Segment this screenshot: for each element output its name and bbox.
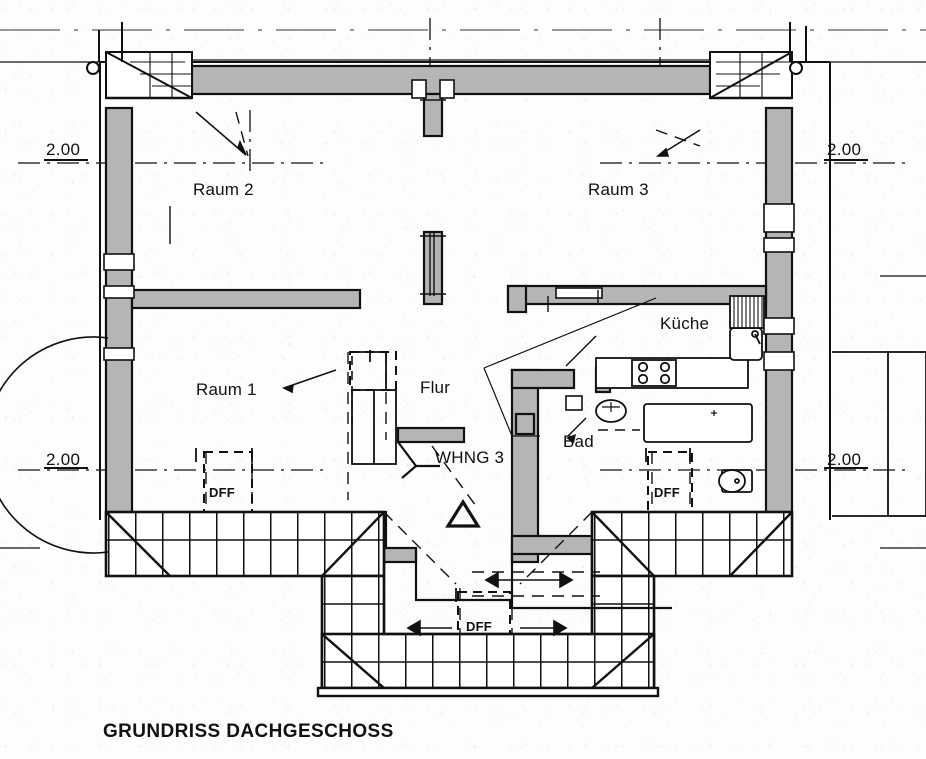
entry-door-swing [0, 336, 109, 554]
dimension-left-top: 2.00 [46, 140, 81, 159]
dimension-left-bottom: 2.00 [46, 450, 81, 469]
dff-box-left [203, 451, 253, 513]
dff-label-bottom: DFF [466, 619, 492, 634]
room-label-raum3: Raum 3 [588, 180, 649, 199]
dff-label-right: DFF [654, 485, 680, 500]
kitchen-sink [729, 327, 763, 361]
bathroom-fixtures [595, 399, 753, 493]
dormer-top-left [86, 22, 193, 100]
dff-box-right [647, 451, 693, 513]
room-label-flur: Flur [420, 378, 451, 397]
reference-lines [0, 29, 926, 549]
room-label-raum1: Raum 1 [196, 380, 257, 399]
dimension-ticks [195, 350, 691, 602]
kitchen-cabinet [729, 295, 765, 329]
bathtub [643, 403, 753, 443]
dimension-right-top: 2.00 [827, 140, 862, 159]
room-label-bad: Bad [563, 432, 594, 451]
building-outline [99, 61, 831, 520]
triangle-marker [445, 498, 481, 528]
stove-cooktop [631, 359, 677, 387]
kitchen-fixtures [595, 295, 765, 389]
dormer-top-right [709, 22, 807, 100]
washbasin [595, 399, 627, 423]
dormer-window-boxes [203, 351, 693, 635]
toilet [718, 469, 753, 493]
roof-eaves-hatching [104, 510, 794, 698]
room-label-whng3: WHNG 3 [435, 448, 505, 467]
interior-partitions [351, 351, 926, 517]
window-openings [103, 79, 795, 411]
dff-box-bottom [457, 591, 511, 635]
skylight-box [349, 351, 397, 391]
room-label-kueche: Küche [660, 314, 710, 333]
room-label-raum2: Raum 2 [193, 180, 254, 199]
plan-title: GRUNDRISS DACHGESCHOSS [103, 721, 394, 742]
misc-marks [169, 99, 640, 443]
dimension-underlines [44, 159, 868, 469]
slope-arrows [195, 111, 701, 637]
dimension-right-bottom: 2.00 [827, 450, 862, 469]
dff-label-left: DFF [209, 485, 235, 500]
